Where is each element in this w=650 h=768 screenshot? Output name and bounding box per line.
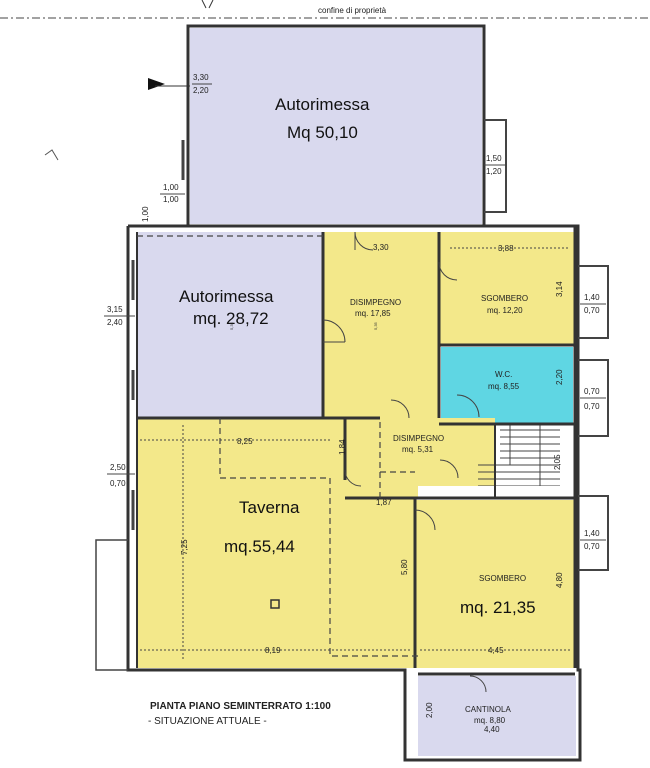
label-wc-name: W.C.: [495, 370, 512, 379]
compass-mark: [148, 78, 165, 90]
dim-100-a: 1,00: [163, 183, 179, 192]
room-wc: [441, 347, 573, 423]
room-garage-top: [190, 28, 482, 224]
dim-070-c: 0,70: [584, 402, 600, 411]
label-garage-top-area: Mq 50,10: [287, 123, 358, 142]
dim-140-b: 1,40: [584, 529, 600, 538]
label-disimpegno-2-area: mq. 5,31: [402, 445, 434, 454]
label-garage-left-name: Autorimessa: [179, 287, 274, 306]
label-disimpegno-1-name: DISIMPEGNO: [350, 298, 401, 307]
label-disimpegno-1-area: mq. 17,85: [355, 309, 391, 318]
beam-lines: [137, 235, 418, 657]
staircase: [478, 425, 575, 495]
room-cantinola: [418, 676, 576, 756]
dim-140-a: 1,40: [584, 293, 600, 302]
dim-330-top: 3,30: [193, 73, 209, 82]
label-wc-area: mq. 8,55: [488, 382, 520, 391]
dim-184: 1,84: [338, 439, 347, 455]
window-bays: [95, 119, 609, 671]
label-cantinola-area: mq. 8,80: [474, 716, 506, 725]
dim-535: 5,35: [373, 321, 378, 330]
dim-330-mid: 3,30: [373, 243, 389, 252]
north-tick-mark: [44, 149, 59, 161]
dimension-labels: 3,30 2,20 1,00 1,00 1,00 1,50 1,20 3,15 …: [104, 73, 606, 734]
label-sgombero-2-name: SGOMBERO: [479, 574, 526, 583]
room-sgombero-2: [415, 500, 575, 668]
caption-subtitle: - SITUAZIONE ATTUALE -: [148, 716, 267, 727]
north-arrow-stub: [208, 0, 214, 9]
dim-187: 1,87: [376, 498, 392, 507]
label-garage-top-name: Autorimessa: [275, 95, 370, 114]
label-sgombero-1-area: mq. 12,20: [487, 306, 523, 315]
dim-070-d: 0,70: [110, 479, 126, 488]
property-line-label: confine di proprietà: [318, 6, 387, 15]
dim-314: 3,14: [555, 281, 564, 297]
caption-title: PIANTA PIANO SEMINTERRATO 1:100: [150, 701, 331, 712]
room-sgombero-1: [439, 232, 575, 345]
dim-220-top: 2,20: [193, 86, 209, 95]
dim-200: 2,00: [425, 702, 434, 718]
corridor-gap: [418, 486, 578, 498]
label-disimpegno-2-name: DISIMPEGNO: [393, 434, 444, 443]
label-cantinola-name: CANTINOLA: [465, 705, 511, 714]
dim-580: 5,80: [400, 559, 409, 575]
walls: [126, 24, 582, 762]
dim-070-b: 0,70: [584, 387, 600, 396]
dim-440: 4,40: [484, 725, 500, 734]
dim-220-wc: 2,20: [555, 369, 564, 385]
label-taverna-area: mq.55,44: [224, 537, 295, 556]
dim-315: 3,15: [107, 305, 123, 314]
north-arrow-stub: [201, 0, 207, 9]
dim-205: 2,05: [553, 454, 562, 470]
dim-725: 7,25: [180, 539, 189, 555]
dim-120: 1,20: [486, 167, 502, 176]
label-sgombero-2-area: mq. 21,35: [460, 598, 536, 617]
dim-825: 8,25: [237, 437, 253, 446]
label-sgombero-1-name: SGOMBERO: [481, 294, 528, 303]
dim-070-a: 0,70: [584, 306, 600, 315]
door-swings: [322, 231, 487, 693]
label-garage-left-area: mq. 28,72: [193, 309, 269, 328]
column-marker: [270, 599, 280, 609]
dim-070-e: 0,70: [584, 542, 600, 551]
dim-535b: 5,35: [229, 321, 234, 330]
dim-480: 4,80: [555, 572, 564, 588]
dim-250: 2,50: [110, 463, 126, 472]
dim-100-b: 1,00: [163, 195, 179, 204]
room-garage-left: [137, 232, 323, 418]
label-taverna-name: Taverna: [239, 498, 300, 517]
dim-240: 2,40: [107, 318, 123, 327]
dim-100-c: 1,00: [141, 206, 150, 222]
room-disimpegno-1: [323, 232, 439, 418]
dim-150: 1,50: [486, 154, 502, 163]
